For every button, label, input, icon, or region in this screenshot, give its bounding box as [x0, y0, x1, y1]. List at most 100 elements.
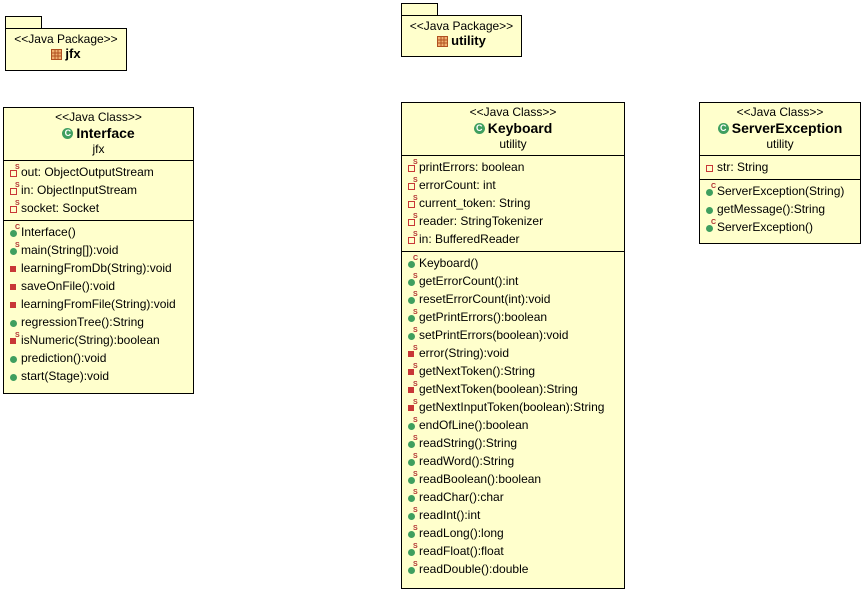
operation-row[interactable]: start(Stage):void: [4, 367, 193, 385]
class-name-label: Interface: [76, 125, 135, 141]
public-visibility-icon: S: [408, 435, 418, 448]
operation-text: regressionTree():String: [21, 315, 144, 329]
package-body: <<Java Package>> jfx: [5, 28, 127, 71]
class-name-label: ServerException: [731, 120, 843, 136]
operation-text: getMessage():String: [717, 202, 826, 216]
operation-text: readBoolean():boolean: [419, 472, 542, 486]
private-visibility-icon: S: [408, 363, 418, 375]
public-visibility-icon: C: [408, 255, 418, 268]
attribute-text: out: ObjectOutputStream: [21, 165, 154, 179]
operation-text: endOfLine():boolean: [419, 418, 529, 432]
public-visibility-icon: S: [408, 471, 418, 484]
public-visibility-icon: S: [408, 417, 418, 430]
operation-row[interactable]: learningFromDb(String):void: [4, 259, 193, 277]
operation-text: getErrorCount():int: [419, 274, 519, 288]
class-icon: C: [473, 122, 485, 134]
operation-text: ServerException(String): [717, 184, 845, 198]
private-visibility-icon: S: [408, 231, 418, 244]
public-visibility-icon: S: [408, 507, 418, 520]
private-visibility-icon: S: [408, 213, 418, 226]
package-stereotype: <<Java Package>>: [409, 19, 514, 33]
class-package: jfx: [92, 142, 105, 156]
package-name: utility: [437, 33, 486, 49]
public-visibility-icon: C: [706, 219, 716, 232]
public-visibility-icon: S: [408, 273, 418, 286]
private-visibility-icon: [10, 264, 18, 272]
operation-text: resetErrorCount(int):void: [419, 292, 551, 306]
public-visibility-icon: [10, 354, 18, 363]
private-visibility-icon: [706, 163, 714, 172]
operation-text: getPrintErrors():boolean: [419, 310, 548, 324]
operation-row[interactable]: prediction():void: [4, 349, 193, 367]
attribute-row[interactable]: str: String: [700, 158, 860, 176]
attribute-text: socket: Socket: [21, 201, 100, 215]
private-visibility-icon: [10, 300, 18, 308]
operation-text: Keyboard(): [419, 256, 479, 270]
package-utility[interactable]: <<Java Package>> utility: [401, 3, 522, 57]
operation-row[interactable]: regressionTree():String: [4, 313, 193, 331]
operation-text: readInt():int: [419, 508, 481, 522]
private-visibility-icon: [10, 282, 18, 290]
private-visibility-icon: S: [408, 159, 418, 172]
class-stereotype: <<Java Class>>: [55, 110, 142, 124]
attribute-text: reader: StringTokenizer: [419, 214, 544, 228]
operation-text: isNumeric(String):boolean: [21, 333, 160, 347]
operation-row[interactable]: getMessage():String: [700, 200, 860, 218]
public-visibility-icon: C: [10, 224, 20, 237]
private-visibility-icon: S: [10, 182, 20, 195]
package-tab: [401, 3, 438, 16]
public-visibility-icon: S: [10, 242, 20, 255]
package-body: <<Java Package>> utility: [401, 15, 522, 57]
public-visibility-icon: [706, 205, 714, 214]
operation-text: start(Stage):void: [21, 369, 110, 383]
package-icon: [437, 35, 449, 47]
package-jfx[interactable]: <<Java Package>> jfx: [5, 16, 127, 71]
operation-row[interactable]: learningFromFile(String):void: [4, 295, 193, 313]
class-icon: C: [717, 122, 729, 134]
private-visibility-icon: S: [408, 345, 418, 357]
private-visibility-icon: S: [408, 195, 418, 208]
package-stereotype: <<Java Package>>: [14, 32, 118, 46]
operation-text: main(String[]):void: [21, 243, 119, 257]
operation-row[interactable]: saveOnFile():void: [4, 277, 193, 295]
operation-text: readDouble():double: [419, 562, 529, 576]
